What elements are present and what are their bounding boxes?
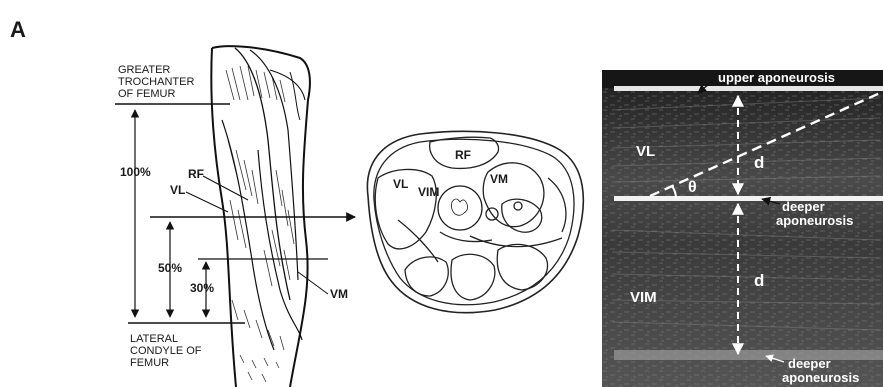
theta-label: θ [688,179,697,196]
cross-vl-label: VL [393,177,408,191]
upper-thickness-label: d [754,153,764,172]
greater-trochanter-label: GREATER TROCHANTER OF FEMUR [118,64,194,100]
upper-aponeurosis-label: upper aponeurosis [718,70,835,85]
svg-text:deeper: deeper [788,356,831,371]
cross-vm-label: VM [490,172,508,186]
svg-text:CONDYLE OF: CONDYLE OF [130,345,202,357]
percent-100-label: 100% [120,165,151,179]
svg-text:TROCHANTER: TROCHANTER [118,76,194,88]
percent-50-label: 50% [158,261,182,275]
us-vim-label: VIM [630,289,657,306]
leg-rf-pointer [203,176,248,200]
lower-thickness-label: d [754,271,764,290]
cross-vim-label: VIM [418,185,439,199]
svg-text:FEMUR: FEMUR [130,357,169,369]
svg-text:GREATER: GREATER [118,64,170,76]
svg-text:LATERAL: LATERAL [130,333,178,345]
leg-rf-label: RF [188,167,204,181]
ultrasound-image [602,70,883,387]
leg-vl-label: VL [170,183,185,197]
svg-text:aponeurosis: aponeurosis [776,213,853,228]
svg-text:deeper: deeper [782,199,825,214]
panel-label: A [10,17,26,42]
percent-30-label: 30% [190,281,214,295]
cross-rf-label: RF [455,148,471,162]
thigh-cross-section [367,131,583,312]
svg-text:aponeurosis: aponeurosis [782,370,859,385]
svg-text:OF FEMUR: OF FEMUR [118,88,175,100]
leg-vm-label: VM [330,287,348,301]
lateral-condyle-label: LATERAL CONDYLE OF FEMUR [130,333,202,369]
leg-vm-pointer [298,272,328,294]
us-vl-label: VL [636,143,655,160]
